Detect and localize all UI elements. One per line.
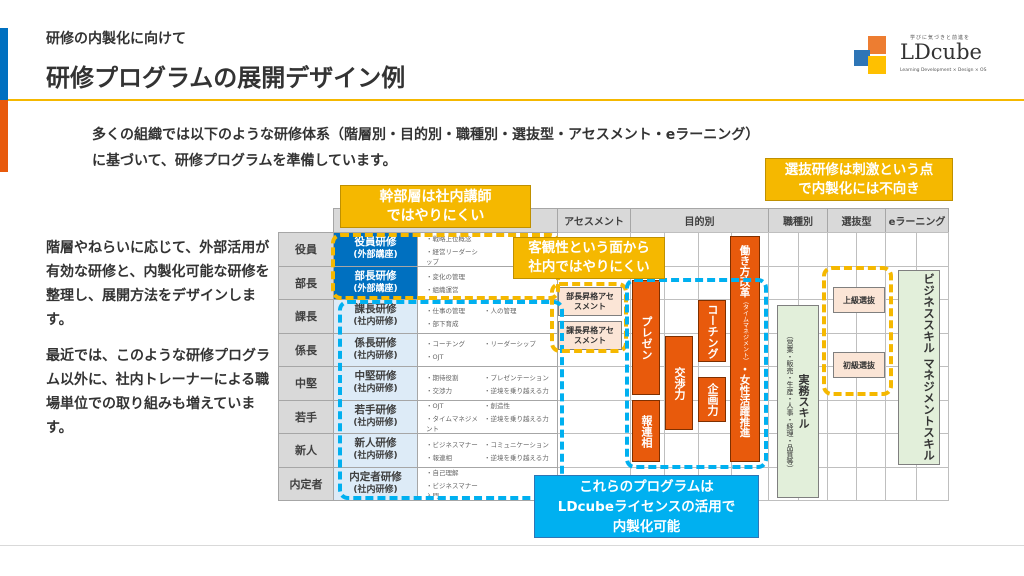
header-elearning: eラーニング <box>885 208 949 233</box>
grid-cell <box>827 232 857 267</box>
grid-cell <box>798 232 828 267</box>
rank-label: 新人 <box>278 433 334 468</box>
workstyle-box[interactable]: 働き方改革（タイムマネジメント）・女性活躍推進 <box>730 236 760 462</box>
course-details: ・コーチング・リーダーシップ・OJT <box>417 332 558 367</box>
assessment-box[interactable]: 部長昇格アセスメント <box>558 287 622 316</box>
negotiation-box[interactable]: 交渉力 <box>665 336 693 430</box>
dashed-outline-selection <box>822 266 893 396</box>
footer-line <box>0 545 1024 546</box>
title-underline <box>8 99 1024 101</box>
intro-text: 多くの組織では以下のような研修体系（階層別・目的別・職種別・選抜型・アセスメント… <box>92 127 760 169</box>
header-assessment: アセスメント <box>557 208 631 233</box>
grid-cell <box>827 433 857 468</box>
grid-cell <box>856 232 886 267</box>
dashed-outline-assessment <box>550 282 628 353</box>
accent-bar-blue <box>0 28 8 100</box>
callout-selection: 選抜研修は刺激という点で内製化には不向き <box>765 158 953 201</box>
course-details: ・OJT・創造性・タイムマネジメント・逆境を乗り越える力 <box>417 399 558 434</box>
selection-box[interactable]: 初級選抜 <box>833 352 885 378</box>
grid-cell <box>885 466 917 501</box>
grid-cell <box>827 399 857 434</box>
accent-bar-orange <box>0 100 8 172</box>
rank-label: 係長 <box>278 332 334 367</box>
rank-label: 若手 <box>278 399 334 434</box>
grid-cell <box>885 232 917 267</box>
grid-cell <box>916 466 949 501</box>
grid-cell <box>698 232 732 267</box>
grid-cell <box>856 399 886 434</box>
left-description: 階層やねらいに応じて、外部活用が有効な研修と、内製化可能な研修を整理し、展開方法… <box>46 240 270 436</box>
rank-label: 中堅 <box>278 366 334 401</box>
grid-cell <box>856 466 886 501</box>
header-purpose: 目的別 <box>630 208 769 233</box>
callout-exec: 幹部層は社内講師ではやりにくい <box>340 185 531 228</box>
rank-label: 課長 <box>278 299 334 334</box>
grid-cell <box>768 232 799 267</box>
logo: 学びに気づきと前進を LDcube Learning Development ×… <box>852 32 986 82</box>
header-subtitle: 研修の内製化に向けて <box>46 31 186 47</box>
planning-box[interactable]: 企画力 <box>698 377 726 422</box>
grid-cell <box>664 232 699 267</box>
grid-cell <box>557 366 631 401</box>
rank-label: 内定者 <box>278 466 334 501</box>
grid-cell <box>768 265 799 300</box>
header-job: 職種別 <box>768 208 828 233</box>
grid-cell <box>916 232 949 267</box>
course-details: ・仕事の管理・人の管理・部下育成 <box>417 299 558 334</box>
page-title: 研修プログラムの展開デザイン例 <box>46 64 406 92</box>
course-cell[interactable]: 中堅研修(社内研修) <box>333 366 418 401</box>
grid-cell <box>827 466 857 501</box>
elearning-box[interactable]: ビジネススキル マネジメントスキル <box>898 270 940 465</box>
header-selection: 選抜型 <box>827 208 886 233</box>
hourensou-box[interactable]: 報連相 <box>632 400 660 462</box>
grid-cell <box>557 433 631 468</box>
rank-label: 部長 <box>278 265 334 300</box>
rank-label: 役員 <box>278 232 334 267</box>
presentation-box[interactable]: プレゼン <box>632 280 660 395</box>
coaching-box[interactable]: コーチング <box>698 300 726 362</box>
cube-logo-icon <box>854 36 886 74</box>
callout-objective: 客観性という面から社内ではやりにくい <box>513 237 665 279</box>
course-cell[interactable]: 内定者研修(社内研修) <box>333 466 418 501</box>
dashed-outline-purpose <box>625 278 768 469</box>
grid-cell <box>557 399 631 434</box>
grid-cell <box>856 433 886 468</box>
dashed-outline-internal <box>338 300 564 500</box>
selection-box[interactable]: 上級選抜 <box>833 287 885 313</box>
job-skills-box[interactable]: 実務スキル（営業・販売・生産・人事・経理・品質等） <box>777 305 819 498</box>
